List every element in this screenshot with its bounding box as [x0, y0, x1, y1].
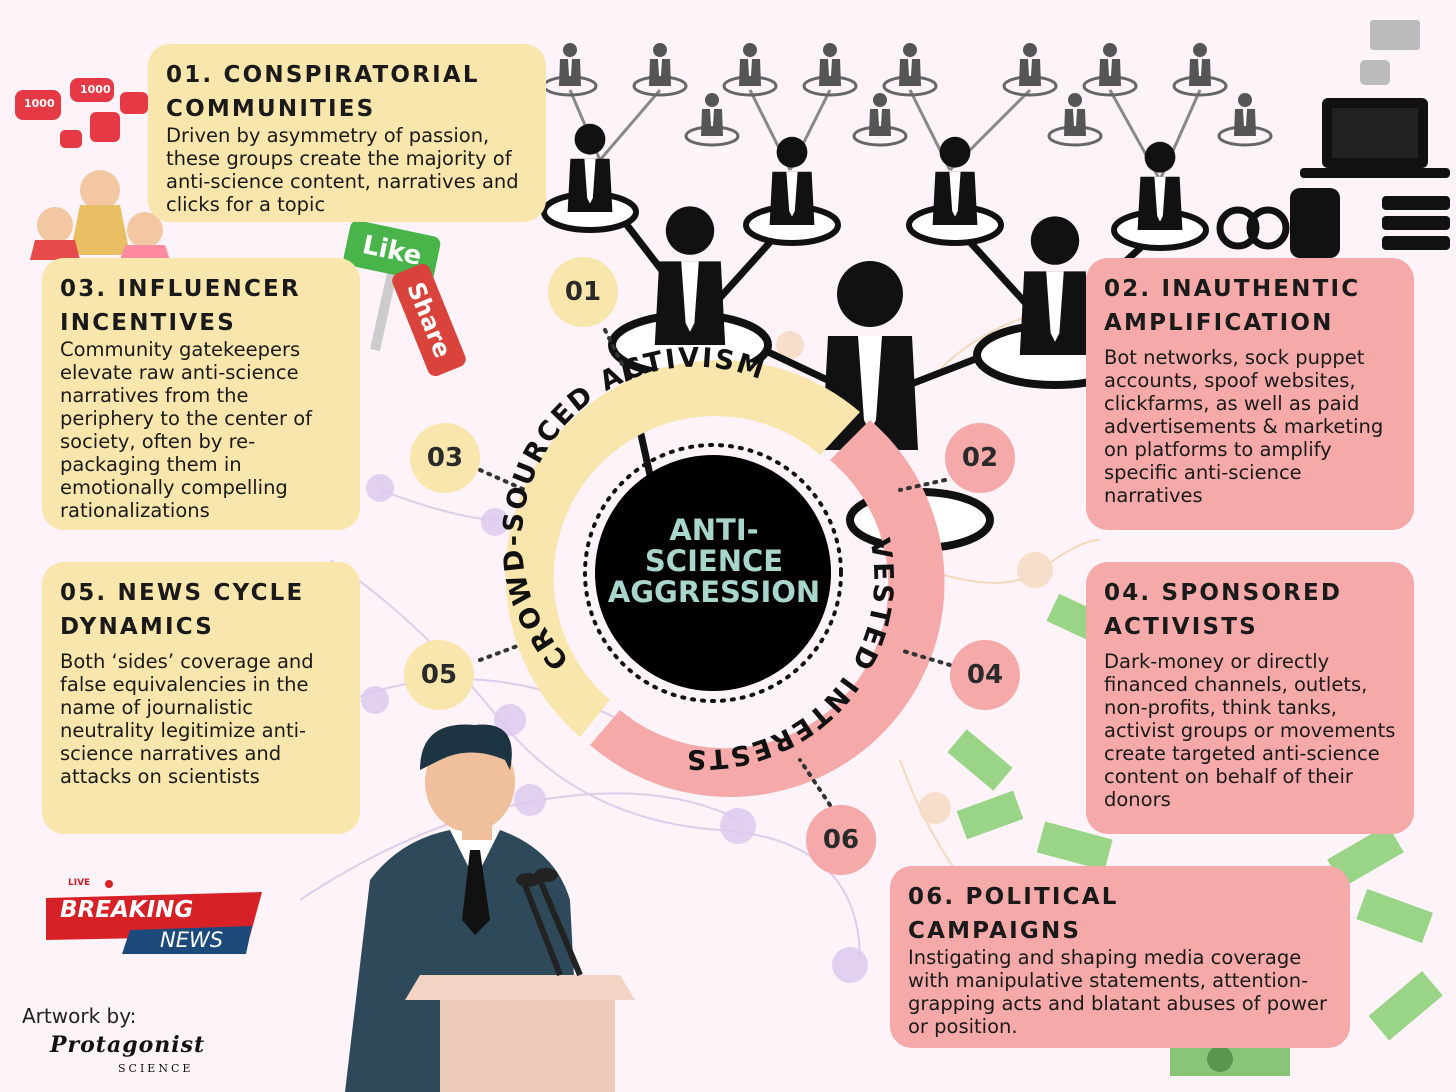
card-text: Community gatekeepers elevate raw anti-s… [60, 338, 313, 522]
live-label: LIVE [68, 878, 91, 888]
badge-04: 04 [950, 640, 1020, 710]
card-text: Dark-money or directly financed channels… [1104, 650, 1396, 811]
center-title-line2: SCIENCE [644, 544, 784, 578]
ring-top-label: CROWD-SOURCED ACTIVISM [498, 343, 770, 676]
speaker-illustration [345, 724, 635, 1092]
network-nodes [361, 331, 1053, 983]
card-text: Instigating and shaping media coverage w… [908, 946, 1328, 1038]
center-title: ANTI- SCIENCE AGGRESSION [598, 515, 830, 608]
badge-01: 01 [548, 257, 618, 327]
card-text: Driven by asymmetry of passion, these gr… [166, 124, 519, 216]
number-connectors [478, 328, 952, 807]
news-label: NEWS [160, 928, 224, 952]
artwork-credit: Artwork by: [22, 1004, 137, 1028]
center-title-line3: AGGRESSION [607, 575, 821, 609]
breaking-banner [46, 880, 262, 954]
likes-count-2: 1000 [80, 83, 111, 96]
badge-03: 03 [410, 423, 480, 493]
breaking-label: BREAKING [60, 897, 194, 923]
social-crowd-illustration [15, 78, 170, 260]
center-title-line1: ANTI- [669, 513, 759, 547]
badge-02: 02 [945, 423, 1015, 493]
top-people-row [542, 43, 1273, 147]
card-text: Bot networks, sock puppet accounts, spoo… [1104, 346, 1384, 507]
protagonist-logo: Protagonist [50, 1032, 206, 1058]
protagonist-logo-sub: SCIENCE [118, 1062, 194, 1075]
card-text: Both ‘sides’ coverage and false equivale… [60, 650, 314, 788]
center-donut [505, 360, 945, 797]
server-icons [1216, 20, 1450, 258]
badge-06: 06 [806, 805, 876, 875]
likes-count: 1000 [24, 97, 55, 110]
badge-05: 05 [404, 640, 474, 710]
like-share-pole [370, 258, 400, 352]
